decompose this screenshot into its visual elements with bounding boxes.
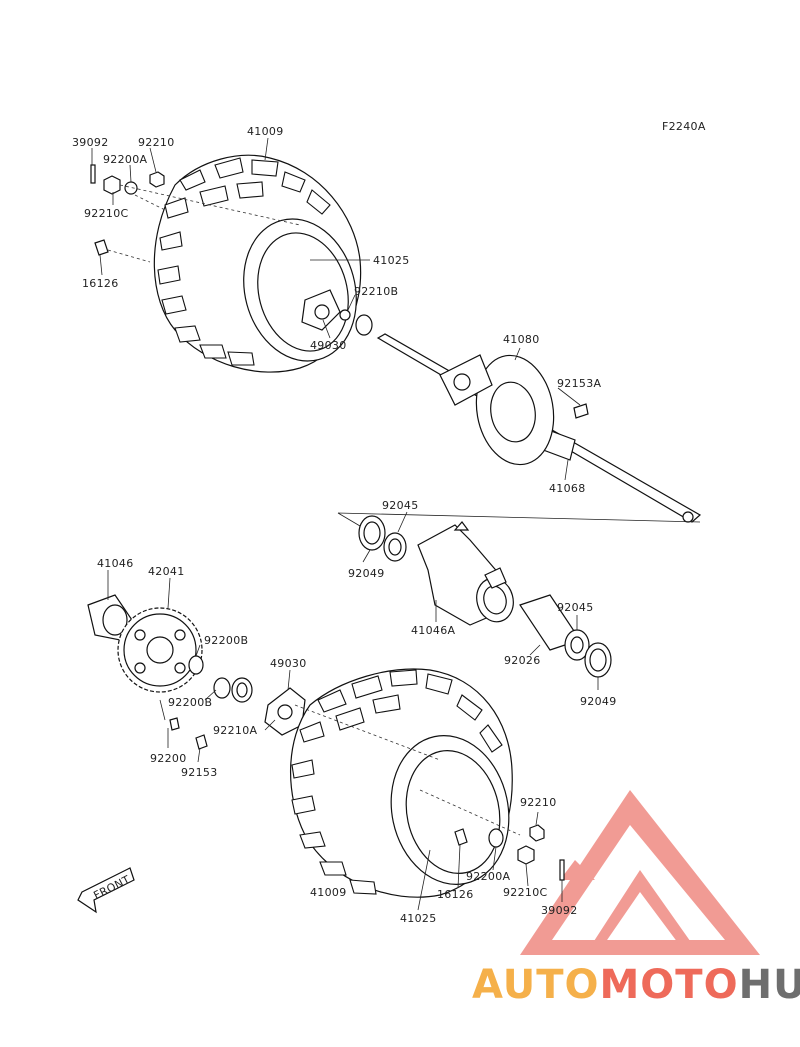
part-label-92200b: 92200B — [168, 696, 212, 709]
brake-disc-hub-41080 — [439, 354, 555, 466]
tire-top-41009 — [153, 154, 362, 373]
watermark-logo — [520, 790, 760, 955]
washer-92200b-b — [213, 677, 231, 699]
part-label-41080: 41080 — [503, 333, 540, 346]
part-label-92210c: 92210C — [503, 886, 547, 899]
seal-92049-a-inner — [363, 521, 381, 545]
part-label-92210c: 92210C — [84, 207, 128, 220]
bracket-line — [337, 512, 361, 527]
leader-lines — [91, 137, 599, 911]
part-label-92045: 92045 — [557, 601, 594, 614]
hub-49030-top — [301, 289, 341, 331]
bracket-line — [337, 512, 701, 523]
nut-92210-bottom — [529, 824, 545, 842]
front-arrow: FRONT — [77, 867, 135, 914]
nut-92210c-bottom — [517, 845, 535, 865]
stud-16126-bottom — [454, 828, 468, 846]
watermark-text: AUTOMOTOHUB — [472, 962, 800, 1008]
tire-bottom-41009 — [290, 668, 513, 898]
part-label-41009: 41009 — [310, 886, 347, 899]
part-label-92200b: 92200B — [204, 634, 248, 647]
dash-line — [107, 249, 151, 263]
part-label-41046a: 41046A — [411, 624, 455, 637]
dash-line — [419, 789, 521, 836]
washer-92200a-bottom — [488, 828, 504, 848]
part-label-92210: 92210 — [520, 796, 557, 809]
sprocket-hub-41046 — [87, 594, 133, 641]
watermark-text-moto: MOTO — [600, 962, 739, 1008]
part-label-92049: 92049 — [580, 695, 617, 708]
part-label-92045: 92045 — [382, 499, 419, 512]
washer-92200b-a — [188, 655, 204, 675]
part-label-49030: 49030 — [270, 657, 307, 670]
washer-92200a-top — [124, 181, 138, 195]
seal-92049-b-inner — [589, 648, 607, 672]
part-labels: 39092 92210 41009 92200A 92210C 16126 41… — [72, 125, 617, 925]
stud-16126-top — [94, 239, 109, 256]
part-label-92210: 92210 — [138, 136, 175, 149]
part-label-42041: 42041 — [148, 565, 185, 578]
bearing-92045-a-inner — [388, 538, 402, 556]
spacer-top — [355, 314, 373, 336]
cotter-pin-39092-bottom — [559, 859, 565, 881]
part-label-92049: 92049 — [348, 567, 385, 580]
part-label-92200: 92200 — [150, 752, 187, 765]
watermark-text-auto: AUTO — [472, 962, 600, 1008]
sprocket-42041 — [117, 607, 203, 693]
bearing-carrier-41046a — [417, 521, 514, 626]
dash-line — [294, 704, 441, 761]
spacer-hub-bottom — [231, 677, 253, 703]
part-label-49030: 49030 — [310, 339, 347, 352]
nut-92210-top — [149, 171, 165, 188]
part-label-41068: 41068 — [549, 482, 586, 495]
part-label-92026: 92026 — [504, 654, 541, 667]
cotter-pin-39092-top — [90, 164, 96, 184]
part-label-41046: 41046 — [97, 557, 134, 570]
part-label-92210a: 92210A — [213, 724, 257, 737]
figure-code: F2240A — [662, 120, 706, 133]
part-label-92200a: 92200A — [466, 870, 510, 883]
part-label-92210b: 92210B — [354, 285, 398, 298]
watermark-text-hub: HUB — [739, 962, 800, 1008]
part-label-41025: 41025 — [373, 254, 410, 267]
part-label-92153: 92153 — [181, 766, 218, 779]
nut-92210b — [339, 309, 351, 321]
bolt-92153a — [573, 403, 589, 419]
dash-line — [134, 194, 166, 211]
bearing-92045-b-inner — [570, 636, 584, 654]
nut-92210c-top — [103, 175, 121, 195]
part-label-16126: 16126 — [82, 277, 119, 290]
part-label-92200a: 92200A — [103, 153, 147, 166]
dash-line — [119, 184, 301, 226]
part-label-92153a: 92153A — [557, 377, 601, 390]
nut-92200 — [169, 717, 180, 731]
part-label-41025: 41025 — [400, 912, 437, 925]
part-label-39092: 39092 — [72, 136, 109, 149]
part-label-39092: 39092 — [541, 904, 578, 917]
part-label-16126: 16126 — [437, 888, 474, 901]
bolt-92153 — [195, 734, 208, 750]
part-label-41009: 41009 — [247, 125, 284, 138]
